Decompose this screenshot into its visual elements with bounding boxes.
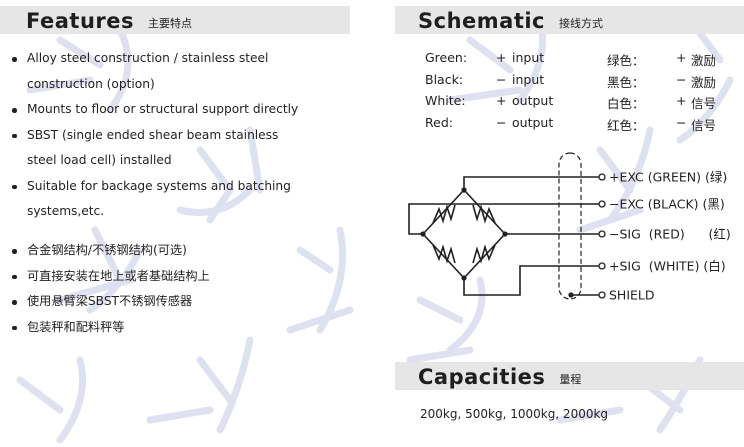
terminal-icon [598,291,606,299]
features-list-en: Alloy steel construction / stainless ste… [11,46,311,225]
wire-sign: − [496,115,507,130]
wire-color-label: Red: [425,115,453,130]
capacities-header: Capacities 量程 [395,362,744,390]
wire-sign: − [496,72,507,87]
terminal-icon [598,262,606,270]
features-header: Features 主要特点 [0,6,350,34]
wire-color-label-zh: 绿色： [607,53,645,68]
feature-item: Mounts to floor or structural support di… [11,97,311,123]
wire-signal: output [512,115,554,130]
resistor-icon [432,204,456,224]
feature-item-zh: 可直接安装在地上或者基础结构上 [11,264,311,290]
resistor-icon [432,244,456,264]
wire-color-label-zh: 黑色： [607,75,645,90]
feature-item: Suitable for backage systems and batchin… [11,174,311,225]
bridge-arm [422,189,465,235]
wire-sign: − [676,72,687,87]
feature-item: Alloy steel construction / stainless ste… [11,46,311,97]
terminal-icon [598,230,606,238]
schematic-title: Schematic [418,9,546,33]
terminal-label: −SIG (RED) (红) [609,227,731,242]
wire-signal: input [512,50,545,65]
terminal-label: −EXC (BLACK) (黑) [609,197,725,212]
wire-sign: + [676,93,687,108]
wire-color-label: Green: [425,50,468,65]
capacities-subtitle: 量程 [559,373,582,386]
features-list-zh: 合金钢结构/不锈钢结构(可选) 可直接安装在地上或者基础结构上 使用悬臂梁SBS… [11,238,311,340]
wire-signal: output [512,93,554,108]
wire-signal-zh: 激励 [691,75,717,90]
wire-color-label: Black: [425,72,464,87]
feature-item-zh: 包装秤和配料秤等 [11,315,311,341]
wiring-diagram: +EXC (GREEN) (绿) −EXC (BLACK) (黑) −SIG (… [408,152,731,303]
capacities-title: Capacities [418,365,546,389]
wire-exc-minus [408,203,599,235]
terminal-label: SHIELD [609,288,655,303]
schematic-header: Schematic 接线方式 [395,6,744,34]
wire-sign: + [676,50,687,65]
wire-color-label-zh: 红色： [607,118,645,133]
shield-capsule [558,152,582,300]
capacities-values: 200kg, 500kg, 1000kg, 2000kg [420,407,609,421]
bridge-arm [463,233,506,279]
terminal-label: +SIG (WHITE) (白) [609,259,726,274]
wire-sign: + [496,93,507,108]
wire-signal-zh: 信号 [691,118,717,133]
wire-signal: input [512,72,545,87]
bridge-arm [422,233,465,279]
wire-signal-zh: 信号 [691,96,717,111]
wire-sig-plus [463,265,599,296]
resistor-icon [472,244,496,264]
terminal-icon [598,173,606,181]
terminal-label: +EXC (GREEN) (绿) [609,170,727,185]
wire-exc-plus [463,176,599,190]
features-subtitle: 主要特点 [148,17,192,30]
wire-color-label-zh: 白色： [607,96,645,111]
wire-color-label: White: [425,93,466,108]
schematic-subtitle: 接线方式 [559,17,604,30]
terminal-icon [598,200,606,208]
features-title: Features [26,9,134,33]
wire-signal-zh: 激励 [691,53,717,68]
wire-sign: − [676,115,687,130]
feature-item-zh: 合金钢结构/不锈钢结构(可选) [11,238,311,264]
resistor-icon [472,204,496,224]
feature-item-zh: 使用悬臂梁SBST不锈钢传感器 [11,289,311,315]
bridge-arm [463,189,506,235]
wire-sign: + [496,50,507,65]
feature-item: SBST (single ended shear beam stainless … [11,123,311,174]
